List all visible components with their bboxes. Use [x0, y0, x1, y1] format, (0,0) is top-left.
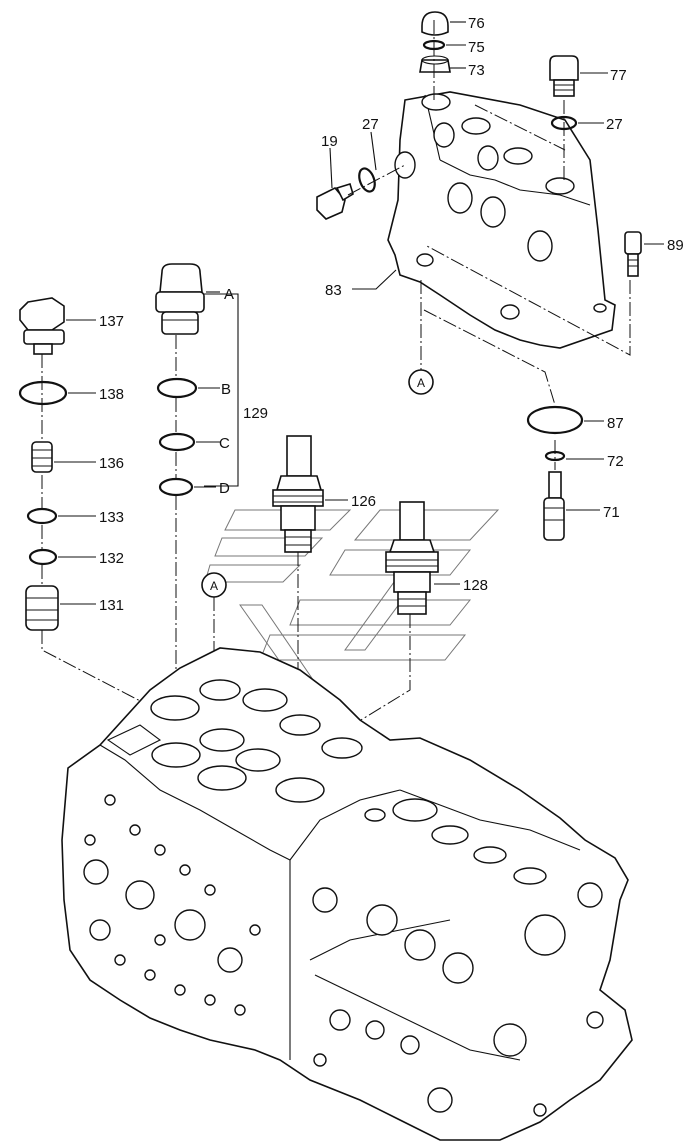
label-19: 19	[321, 133, 338, 150]
o-ring-132	[28, 548, 58, 566]
ring-129-c	[158, 432, 196, 452]
valve-126	[272, 435, 324, 553]
label-77: 77	[610, 67, 627, 84]
label-27-right: 27	[606, 116, 623, 133]
label-B: B	[221, 381, 231, 398]
o-ring-27-left	[358, 167, 376, 193]
callout-label-A-top: A	[417, 376, 425, 390]
label-71: 71	[603, 504, 620, 521]
axis-line-89	[424, 244, 631, 356]
axis-line-cover	[474, 104, 566, 151]
plug-19	[316, 182, 354, 220]
label-27-left: 27	[362, 116, 379, 133]
callout-circle-A-lower	[201, 572, 227, 598]
relief-valve-129	[155, 263, 205, 335]
cap-76	[421, 11, 449, 36]
label-138: 138	[99, 386, 124, 403]
label-D: D	[219, 480, 230, 497]
sleeve-131	[25, 585, 59, 631]
cover-plate-83	[387, 91, 616, 349]
o-ring-129-b	[156, 377, 198, 399]
label-131: 131	[99, 597, 124, 614]
leader-lines	[54, 21, 664, 605]
control-valve-body	[61, 647, 633, 1141]
label-A: A	[224, 286, 234, 303]
o-ring-138	[18, 380, 68, 406]
label-75: 75	[468, 39, 485, 56]
bracket-129-ticks	[204, 387, 220, 443]
valve-128	[385, 501, 439, 615]
label-129: 129	[243, 405, 268, 422]
label-126: 126	[351, 493, 376, 510]
axis-line-87	[423, 309, 556, 406]
label-136: 136	[99, 455, 124, 472]
label-128: 128	[463, 577, 488, 594]
label-137: 137	[99, 313, 124, 330]
axis-line-128	[319, 614, 411, 746]
callout-label-A-lower: A	[210, 579, 218, 593]
label-87: 87	[607, 415, 624, 432]
bolt-89	[624, 231, 642, 277]
axis-line-19	[347, 164, 406, 196]
pin-71	[543, 471, 565, 541]
label-73: 73	[468, 62, 485, 79]
o-ring-87	[526, 405, 584, 435]
label-76: 76	[468, 15, 485, 32]
label-72: 72	[607, 453, 624, 470]
bracket-129	[204, 293, 239, 487]
o-ring-129-d	[158, 477, 194, 497]
nut-73	[419, 55, 451, 73]
plug-77	[549, 55, 579, 97]
plug-137	[19, 297, 65, 355]
callout-circle-A-top	[408, 369, 434, 395]
spring-136	[31, 441, 53, 473]
label-89: 89	[667, 237, 684, 254]
label-83: 83	[325, 282, 342, 299]
label-132: 132	[99, 550, 124, 567]
label-C: C	[219, 435, 230, 452]
label-133: 133	[99, 509, 124, 526]
ring-133	[26, 507, 58, 525]
